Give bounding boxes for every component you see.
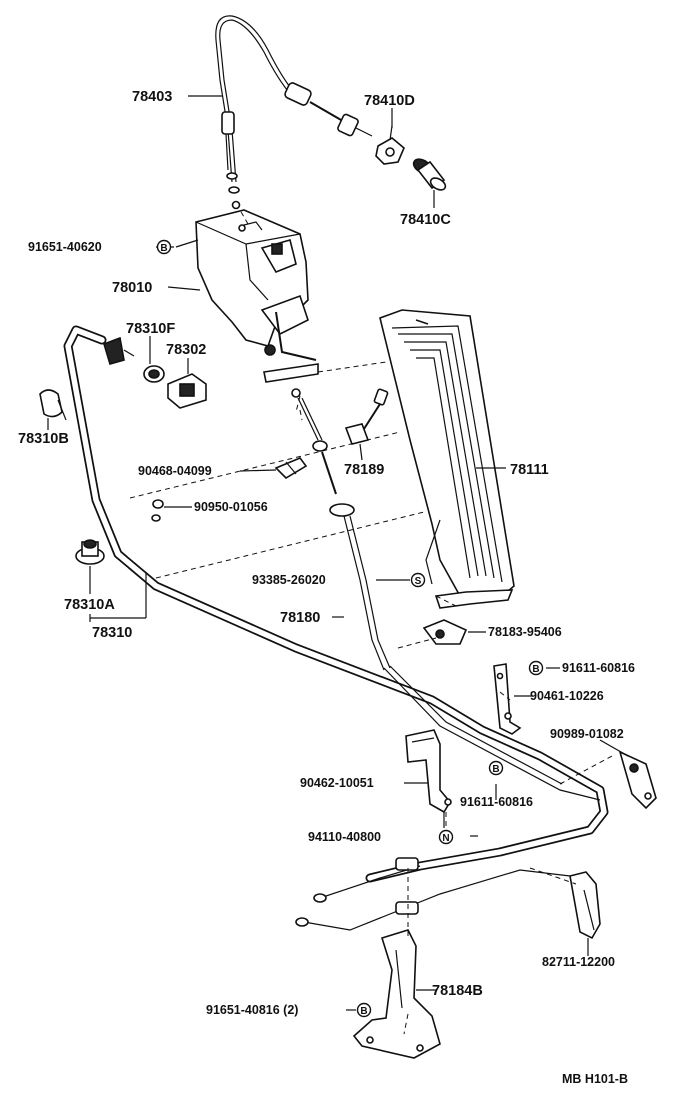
svg-text:N: N: [442, 833, 449, 844]
pedal-cable-78180: [291, 388, 391, 671]
label-94110-40800: 94110-40800: [308, 830, 381, 844]
label-78310: 78310: [92, 625, 132, 641]
label-91651-40816: 91651-40816 (2): [206, 1003, 298, 1017]
grommet-78310F: [103, 336, 135, 365]
washer-91611: [444, 798, 452, 806]
tube-78310: [63, 325, 609, 883]
part-labels: 78403 78410D 78410C 91651-40620 78010 78…: [18, 89, 635, 1086]
clip-90468-04099: [274, 457, 308, 480]
symbol-b-91611-60816a: B: [528, 660, 544, 676]
label-78310A: 78310A: [64, 597, 115, 613]
label-78111: 78111: [510, 462, 549, 478]
label-78410C: 78410C: [400, 212, 451, 228]
clamp-90989-01082: [618, 750, 657, 810]
grommet-90950-01056: [151, 499, 164, 522]
clip-78183-95406: [422, 619, 468, 645]
clamp-82711-12200: [569, 871, 601, 940]
svg-text:B: B: [492, 764, 499, 775]
svg-text:S: S: [415, 576, 422, 587]
label-90989-01082: 90989-01082: [550, 727, 624, 741]
nut-78410D: [375, 125, 405, 165]
label-78310B: 78310B: [18, 431, 69, 447]
label-78189: 78189: [344, 462, 384, 478]
symbol-b-91651-40620: B: [156, 239, 172, 255]
bracket-90461-10226: [493, 663, 522, 735]
label-91651-40620: 91651-40620: [28, 240, 102, 254]
bracket-78010: [195, 209, 319, 383]
label-91611-60816-b: 91611-60816: [460, 795, 533, 809]
label-90950-01056: 90950-01056: [194, 500, 268, 514]
symbol-b-91611-60816b: B: [488, 760, 504, 776]
label-78302: 78302: [166, 342, 206, 358]
label-78410D: 78410D: [364, 93, 415, 109]
knob-78410C: [412, 158, 447, 208]
svg-text:B: B: [532, 664, 539, 675]
label-82711-12200: 82711-12200: [542, 955, 615, 969]
label-90462-10051: 90462-10051: [300, 776, 374, 790]
label-78184B: 78184B: [432, 983, 483, 999]
throttle-cable-78403: [215, 15, 373, 210]
label-78310F: 78310F: [126, 321, 175, 337]
label-93385-26020: 93385-26020: [252, 573, 326, 587]
lower-cables: [295, 857, 571, 931]
svg-text:B: B: [160, 243, 167, 254]
footer-code: MB H101-B: [562, 1072, 628, 1086]
grommet-78310A: [75, 539, 105, 565]
symbol-s-93385-26020: S: [410, 572, 426, 588]
label-78183-95406: 78183-95406: [488, 625, 562, 639]
label-78180: 78180: [280, 610, 320, 626]
grommet-78302: [167, 373, 207, 409]
cable-78180-lower: [383, 665, 601, 801]
symbol-n-94110-40800: N: [438, 829, 454, 845]
label-78403: 78403: [132, 89, 172, 105]
label-90468-04099: 90468-04099: [138, 464, 212, 478]
symbol-b-91651-40816: B: [356, 1002, 372, 1018]
bracket-78184B: [352, 929, 441, 1059]
bracket-90462-10051: [405, 729, 451, 814]
bolt-78189: [344, 388, 389, 445]
clip-78310B: [39, 389, 67, 421]
pedal-78111: [379, 309, 515, 609]
label-90461-10226: 90461-10226: [530, 689, 604, 703]
ring-78310F: [143, 365, 165, 383]
label-91611-60816-a: 91611-60816: [562, 661, 635, 675]
svg-text:B: B: [360, 1006, 367, 1017]
label-78010: 78010: [112, 280, 152, 296]
